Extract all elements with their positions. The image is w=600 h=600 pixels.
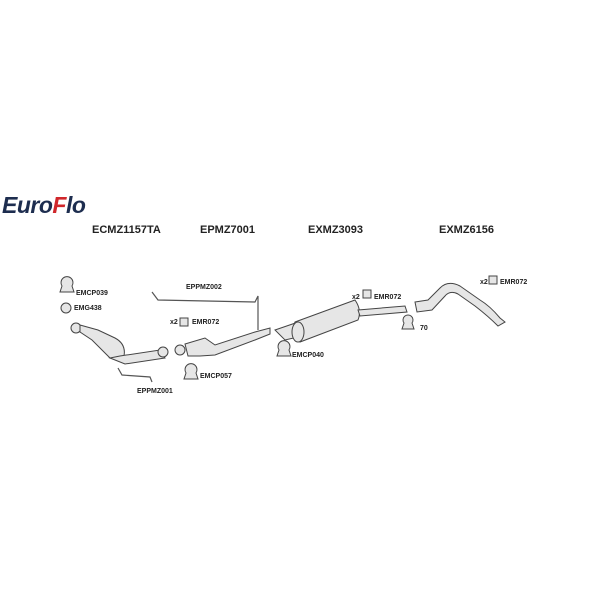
part-label-emcp057[interactable]: EMCP057 — [200, 373, 232, 380]
logo-text: Euro — [2, 192, 53, 218]
section-ref-front-pipe[interactable]: EPMZ7001 — [200, 224, 256, 236]
qty-emr072-c: x2 — [480, 279, 488, 286]
part-label-emr072-a[interactable]: EMR072 — [192, 319, 220, 326]
section-ref-mid-box[interactable]: EXMZ3093 — [308, 224, 364, 236]
rubber-mount-icon — [488, 275, 498, 285]
section-ref-tail-pipe[interactable]: EXMZ6156 — [439, 224, 495, 236]
rubber-mount-icon — [179, 317, 189, 327]
part-label-clamp-70[interactable]: 70 — [420, 325, 428, 332]
qty-emr072-a: x2 — [170, 319, 178, 326]
rubber-mount-icon — [362, 289, 372, 299]
eurofl-logo: EuroFlo — [2, 192, 86, 219]
clamp-icon — [59, 276, 75, 293]
part-label-emcp040[interactable]: EMCP040 — [292, 352, 324, 359]
part-label-emg438[interactable]: EMG438 — [74, 305, 102, 312]
part-label-emr072-c[interactable]: EMR072 — [500, 279, 528, 286]
section-ref-cat[interactable]: ECMZ1157TA — [92, 224, 161, 236]
part-label-eppmz002[interactable]: EPPMZ002 — [186, 284, 222, 291]
part-label-emcp039[interactable]: EMCP039 — [76, 290, 108, 297]
part-label-eppmz001[interactable]: EPPMZ001 — [137, 388, 173, 395]
qty-emr072-b: x2 — [352, 294, 360, 301]
logo-text-end: lo — [65, 192, 86, 218]
part-label-emr072-b[interactable]: EMR072 — [374, 294, 402, 301]
gasket-icon — [60, 302, 72, 314]
logo-accent: F — [52, 192, 66, 218]
